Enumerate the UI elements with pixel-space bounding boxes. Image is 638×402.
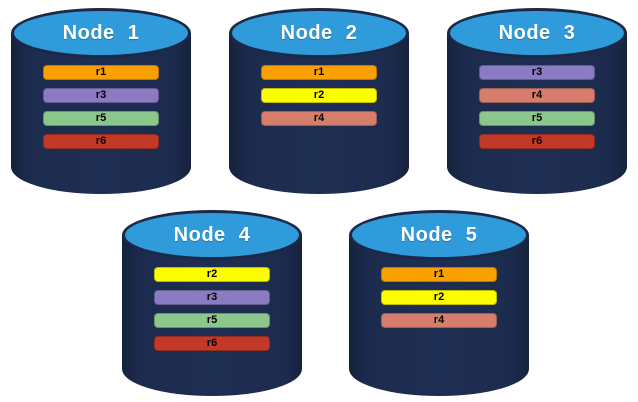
- replica-bar-r1: r1: [43, 65, 159, 80]
- replica-bar-r4: r4: [381, 313, 497, 328]
- node-title: Node 3: [498, 21, 576, 44]
- replica-bar-r4: r4: [479, 88, 595, 103]
- replica-list: r3 r4 r5 r6: [447, 65, 627, 149]
- database-node-4: Node 4 r2 r3 r5 r6: [122, 210, 302, 396]
- database-node-5: Node 5 r1 r2 r4: [349, 210, 529, 396]
- replica-bar-r6: r6: [43, 134, 159, 149]
- cylinder-top: Node 2: [229, 8, 409, 58]
- database-node-1: Node 1 r1 r3 r5 r6: [11, 8, 191, 194]
- replica-bar-r2: r2: [381, 290, 497, 305]
- node-title: Node 2: [280, 21, 358, 44]
- node-title: Node 4: [173, 223, 251, 246]
- replica-bar-r5: r5: [479, 111, 595, 126]
- replica-list: r1 r3 r5 r6: [11, 65, 191, 149]
- replica-bar-r6: r6: [154, 336, 270, 351]
- replica-bar-r3: r3: [43, 88, 159, 103]
- replica-bar-r3: r3: [479, 65, 595, 80]
- replica-bar-r5: r5: [154, 313, 270, 328]
- database-node-3: Node 3 r3 r4 r5 r6: [447, 8, 627, 194]
- replica-bar-r5: r5: [43, 111, 159, 126]
- node-title: Node 1: [62, 21, 140, 44]
- cylinder-top: Node 5: [349, 210, 529, 260]
- replica-bar-r1: r1: [261, 65, 377, 80]
- replica-bar-r1: r1: [381, 267, 497, 282]
- replica-list: r1 r2 r4: [229, 65, 409, 126]
- replica-list: r1 r2 r4: [349, 267, 529, 328]
- replica-bar-r3: r3: [154, 290, 270, 305]
- database-node-2: Node 2 r1 r2 r4: [229, 8, 409, 194]
- node-title: Node 5: [400, 223, 478, 246]
- replica-list: r2 r3 r5 r6: [122, 267, 302, 351]
- cylinder-top: Node 4: [122, 210, 302, 260]
- replica-bar-r4: r4: [261, 111, 377, 126]
- cylinder-top: Node 1: [11, 8, 191, 58]
- replica-bar-r2: r2: [154, 267, 270, 282]
- replica-bar-r6: r6: [479, 134, 595, 149]
- cylinder-top: Node 3: [447, 8, 627, 58]
- replica-bar-r2: r2: [261, 88, 377, 103]
